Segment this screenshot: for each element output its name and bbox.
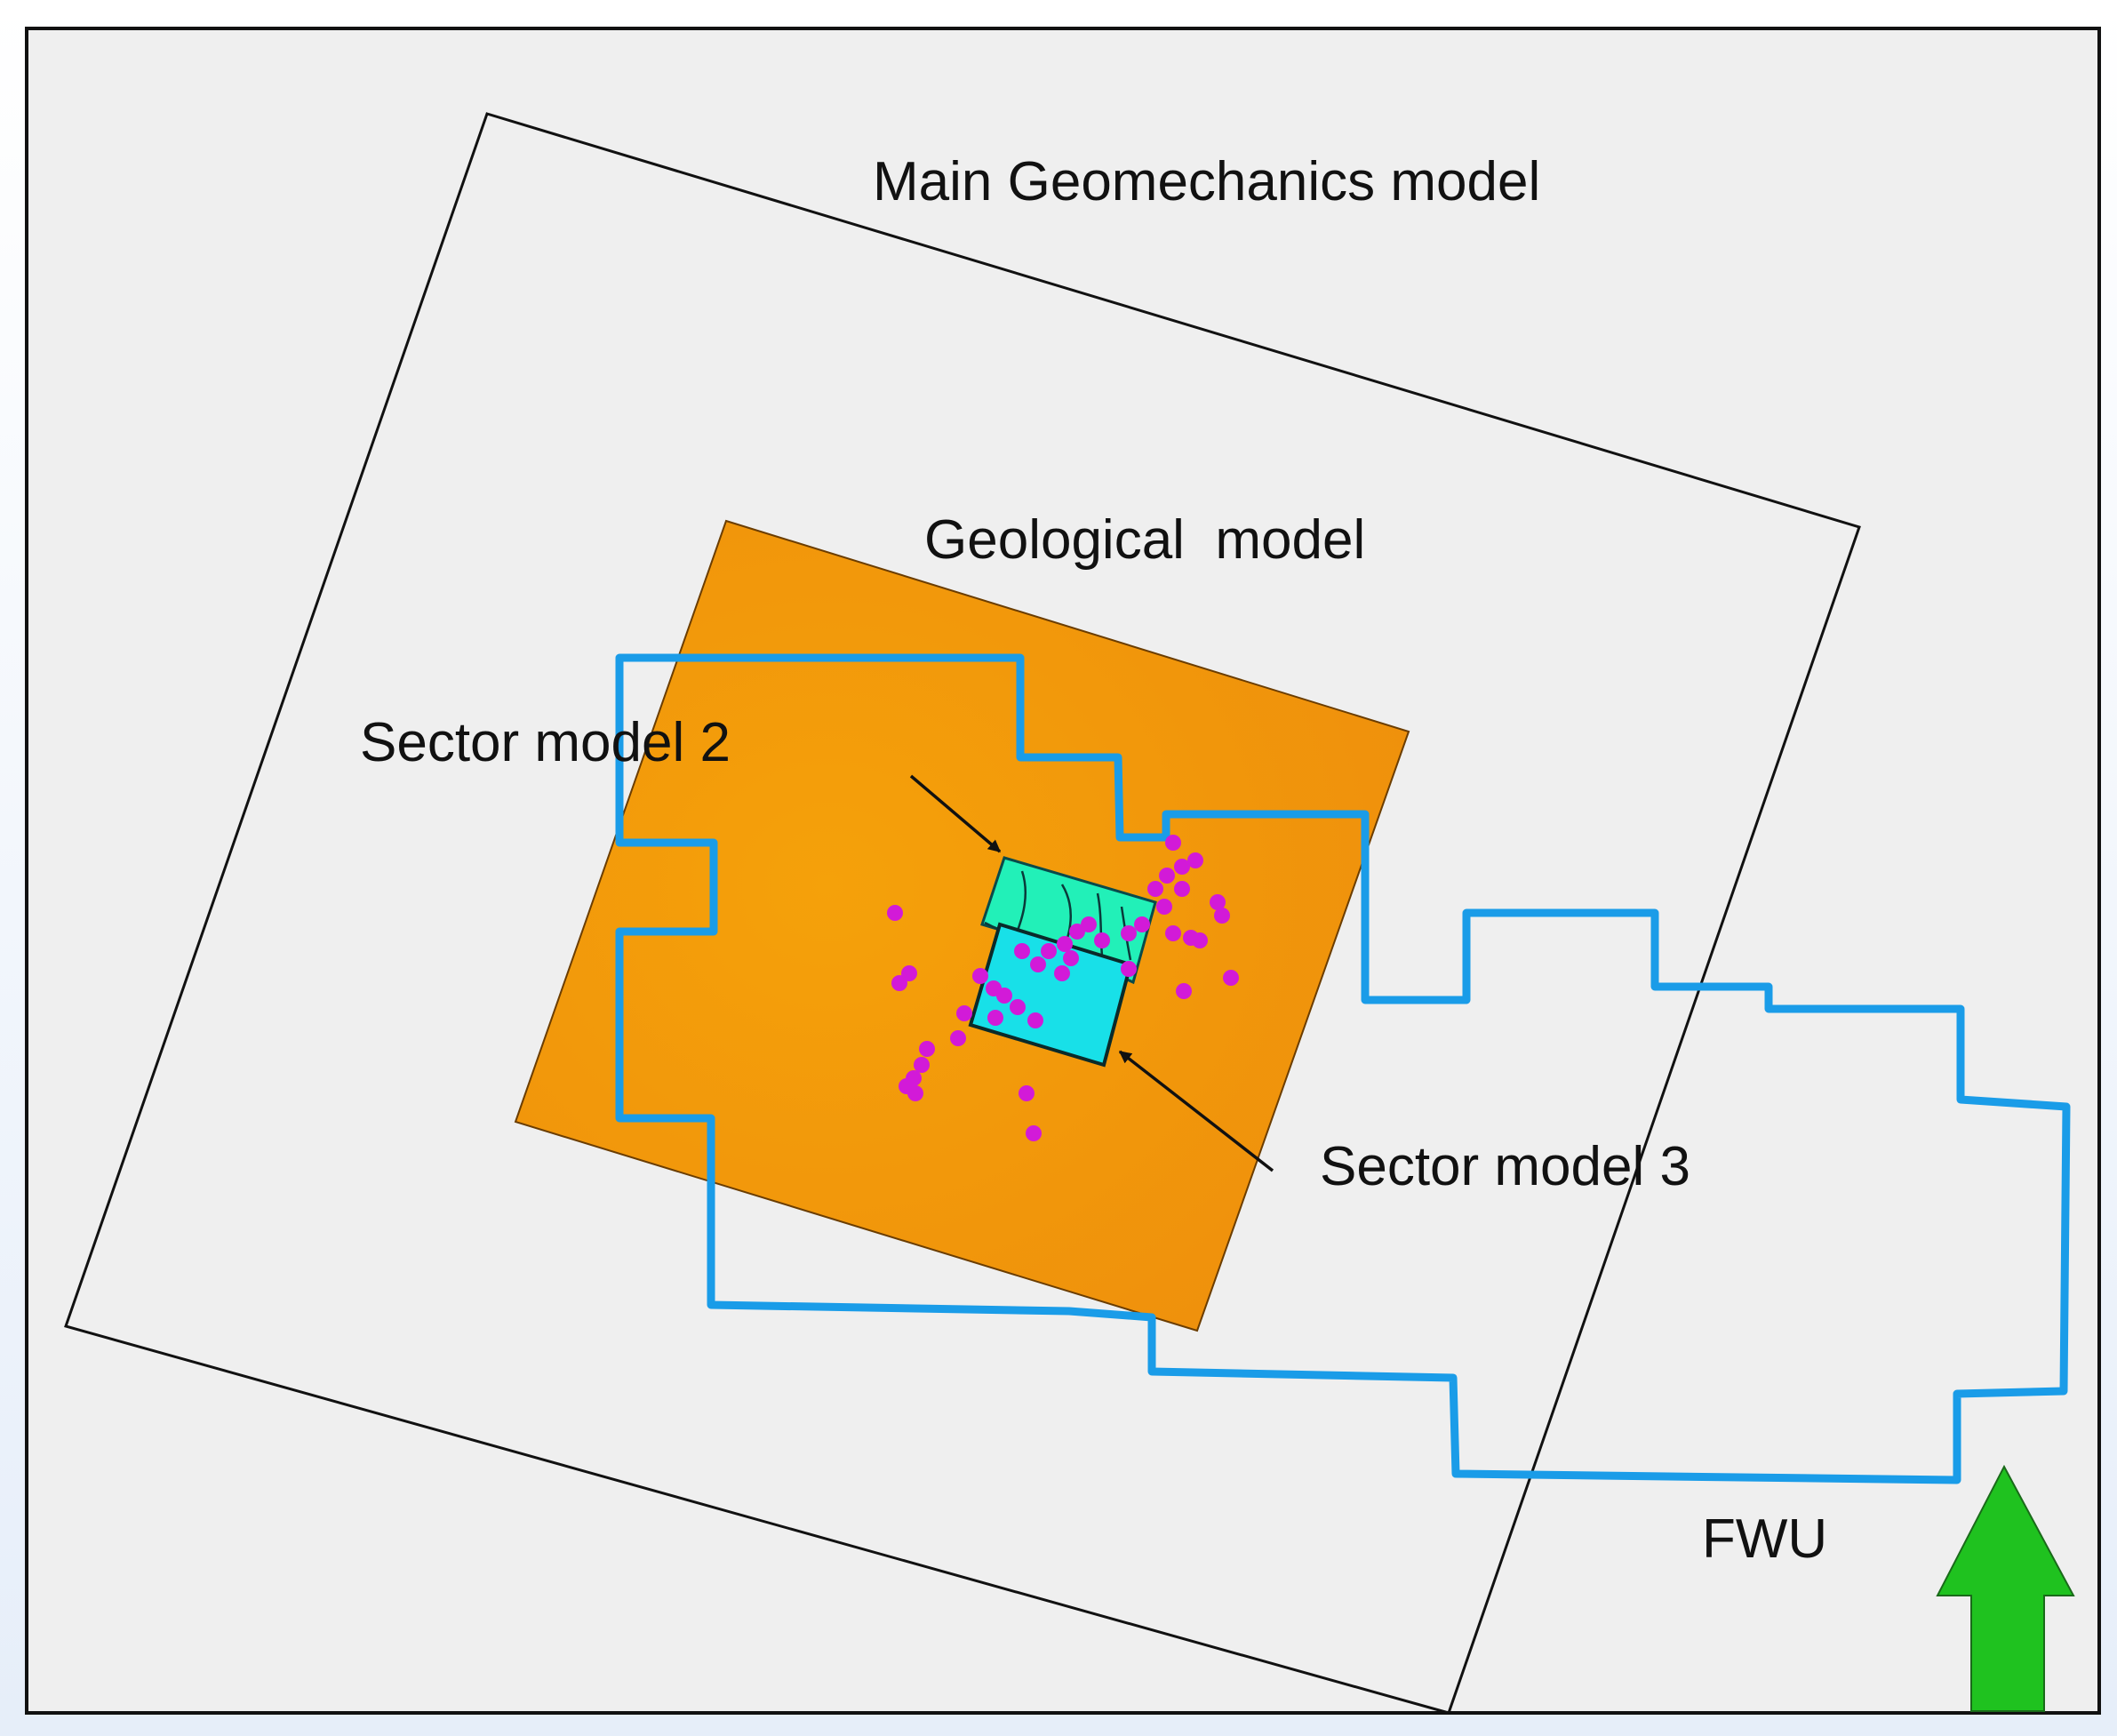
- sector-model-2-label: Sector model 2: [360, 712, 731, 773]
- sector-model-3-area: [968, 922, 1133, 1068]
- sector-model-3-label: Sector model 3: [1320, 1136, 1690, 1197]
- fwu-label: FWU: [1702, 1508, 1827, 1570]
- sector-model-3-arrow: [1118, 1050, 1274, 1172]
- main-geomechanics-model-boundary: [64, 112, 1861, 1715]
- geological-model-area: [514, 519, 1410, 1332]
- fwu-boundary: [615, 653, 2071, 1484]
- north-arrow-icon: [1936, 1464, 2075, 1712]
- sector-model-2-arrow: [909, 774, 1002, 853]
- well-points: [887, 835, 1239, 1141]
- main-geomechanics-model-label: Main Geomechanics model: [873, 151, 1540, 212]
- geological-model-label: Geological model: [924, 509, 1365, 571]
